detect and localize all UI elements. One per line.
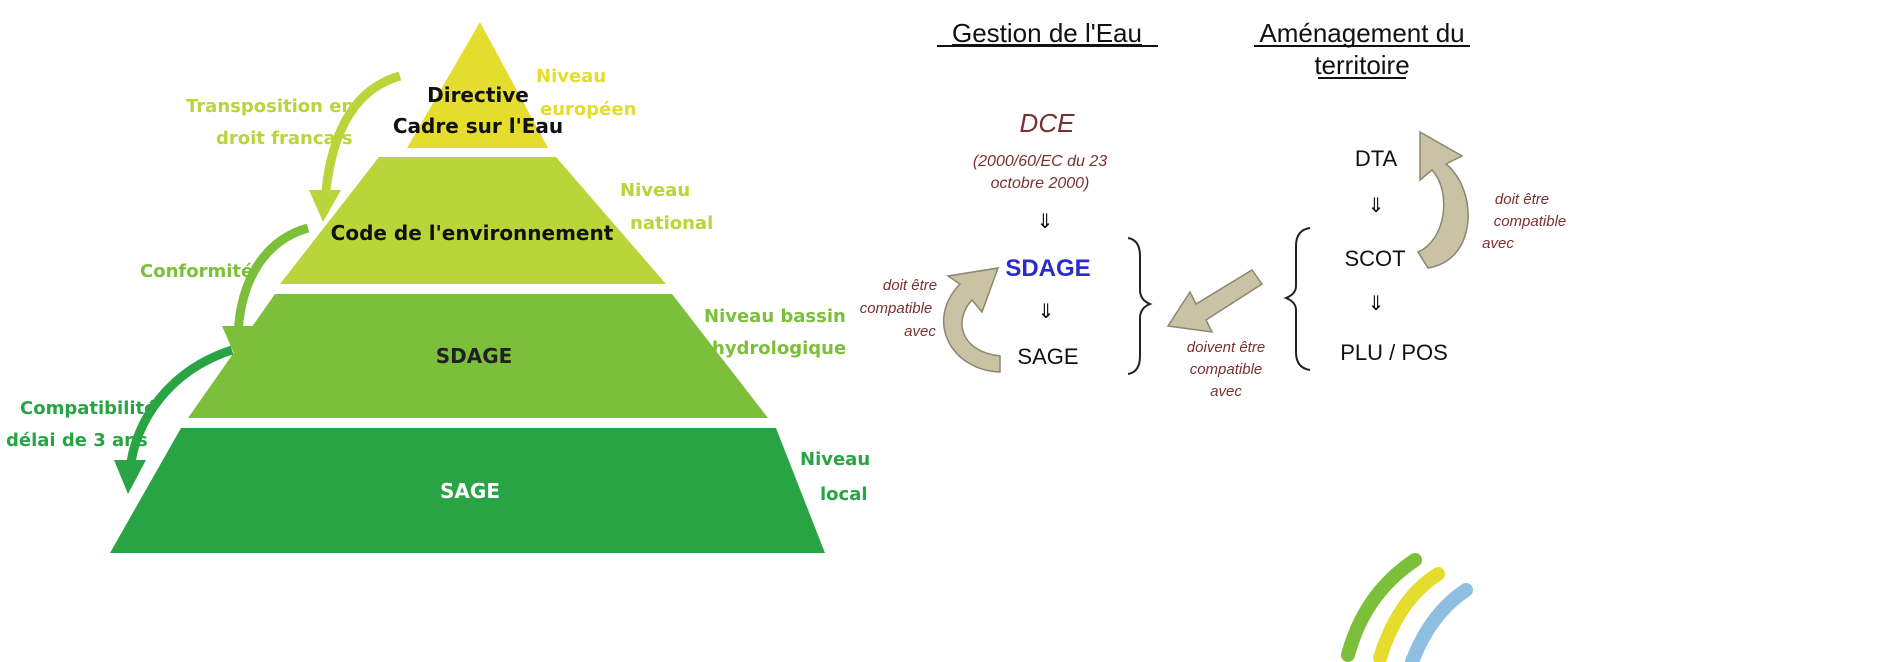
label-transposition-line1: Transposition en <box>186 96 354 117</box>
pyramid-level-directive <box>407 22 548 148</box>
brace-water <box>1127 237 1153 375</box>
brace-territory <box>1283 227 1311 371</box>
level-directive-line2: Cadre sur l'Eau <box>393 114 563 138</box>
scale-basin-line2: hydrologique <box>712 338 846 359</box>
down-arrow-scot-plu: ⇓ <box>1368 293 1385 315</box>
down-arrow-dta-scot: ⇓ <box>1368 195 1385 217</box>
dce-ref-line1: (2000/60/EC du 23 <box>973 153 1107 170</box>
compat-middle-line1: doivent être <box>1187 339 1265 356</box>
pyramid-level-sage <box>110 428 825 553</box>
pyramid-level-sdage <box>188 294 768 418</box>
compat-right-line2: compatible <box>1494 213 1567 230</box>
scale-european-line1: Niveau <box>536 66 606 87</box>
compat-left-line2: compatible <box>860 300 933 317</box>
header-territory-line1: Aménagement du <box>1259 18 1464 48</box>
arrow-conformite <box>233 223 310 337</box>
scale-european-line2: européen <box>540 99 636 120</box>
compat-middle-line2: compatible <box>1190 361 1263 378</box>
arrow-compatibilite-head <box>114 460 146 494</box>
plu-pos-label: PLU / POS <box>1340 340 1448 365</box>
level-sdage-label: SDAGE <box>436 344 513 368</box>
compat-arrow-middle <box>1166 268 1264 333</box>
label-compatibilite-line2: délai de 3 ans <box>6 430 148 451</box>
dce-label: DCE <box>1020 108 1076 138</box>
dta-label: DTA <box>1355 146 1398 171</box>
down-arrow-dce-sdage: ⇓ <box>1037 211 1054 233</box>
arrow-transposition <box>320 71 402 201</box>
scale-local-line2: local <box>820 484 868 505</box>
level-directive-line1: Directive <box>427 83 529 107</box>
compat-arrow-right <box>1416 130 1469 269</box>
scale-basin-line1: Niveau bassin <box>704 306 846 327</box>
compat-right-line3: avec <box>1482 235 1514 252</box>
compat-right-line1: doit être <box>1495 191 1549 208</box>
header-territory-line2: territoire <box>1314 50 1409 80</box>
logo-strokes <box>1341 553 1473 662</box>
arrow-conformite-head <box>222 326 254 358</box>
down-arrow-sdage-sage: ⇓ <box>1038 301 1055 323</box>
scale-local-line1: Niveau <box>800 449 870 470</box>
level-code-label: Code de l'environnement <box>331 221 614 245</box>
sage-label: SAGE <box>1017 344 1078 369</box>
compat-arrow-left <box>942 267 1001 373</box>
dce-ref-line2: octobre 2000) <box>991 175 1090 192</box>
scale-national-line1: Niveau <box>620 180 690 201</box>
label-compatibilite-line1: Compatibilité <box>20 398 156 419</box>
header-water-management: Gestion de l'Eau <box>952 18 1142 48</box>
compat-middle-line3: avec <box>1210 383 1242 400</box>
sdage-label: SDAGE <box>1005 255 1090 282</box>
label-conformite: Conformité <box>140 261 253 282</box>
scot-label: SCOT <box>1344 246 1405 271</box>
level-sage-label: SAGE <box>440 479 500 503</box>
compat-left-line1: doit être <box>883 277 937 294</box>
arrow-transposition-head <box>309 190 341 222</box>
pyramid-level-code <box>280 157 666 284</box>
compat-left-line3: avec <box>904 323 936 340</box>
scale-national-line2: national <box>630 213 713 234</box>
arrow-compatibilite <box>125 345 234 471</box>
label-transposition-line2: droit francais <box>216 128 353 149</box>
